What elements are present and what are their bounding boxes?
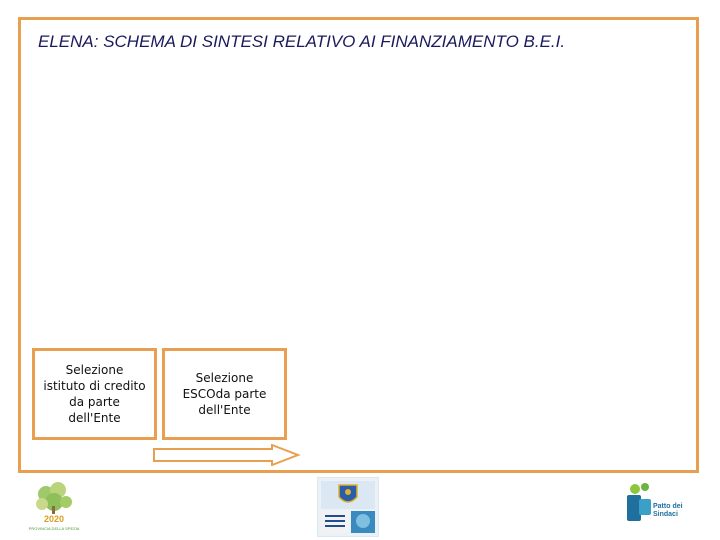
step-label: Selezione ESCOda parte dell'Ente (182, 371, 267, 417)
patto-name-line1: Patto dei (653, 503, 683, 510)
patto-name-line2: Sindaci (653, 511, 678, 518)
step-box-esco: Selezione ESCOda parte dell'Ente (162, 348, 287, 440)
provincia-la-spezia-logo: 2020 PROVINCIA DELLA SPEZIA (29, 482, 80, 531)
step-box-credit-institution: Selezione istituto di credito da parte d… (32, 348, 157, 440)
regional-emblem-logo (317, 477, 379, 537)
provincia-year: 2020 (44, 514, 64, 524)
patto-dei-sindaci-logo: Patto dei Sindaci (625, 481, 695, 527)
slide-title: ELENA: SCHEMA DI SINTESI RELATIVO AI FIN… (38, 32, 566, 51)
step-label: Selezione istituto di credito da parte d… (43, 363, 146, 425)
process-arrow (153, 444, 301, 466)
slide-frame (18, 17, 699, 473)
provincia-name: PROVINCIA DELLA SPEZIA (29, 526, 80, 531)
patto-leaf-icon (627, 483, 651, 521)
